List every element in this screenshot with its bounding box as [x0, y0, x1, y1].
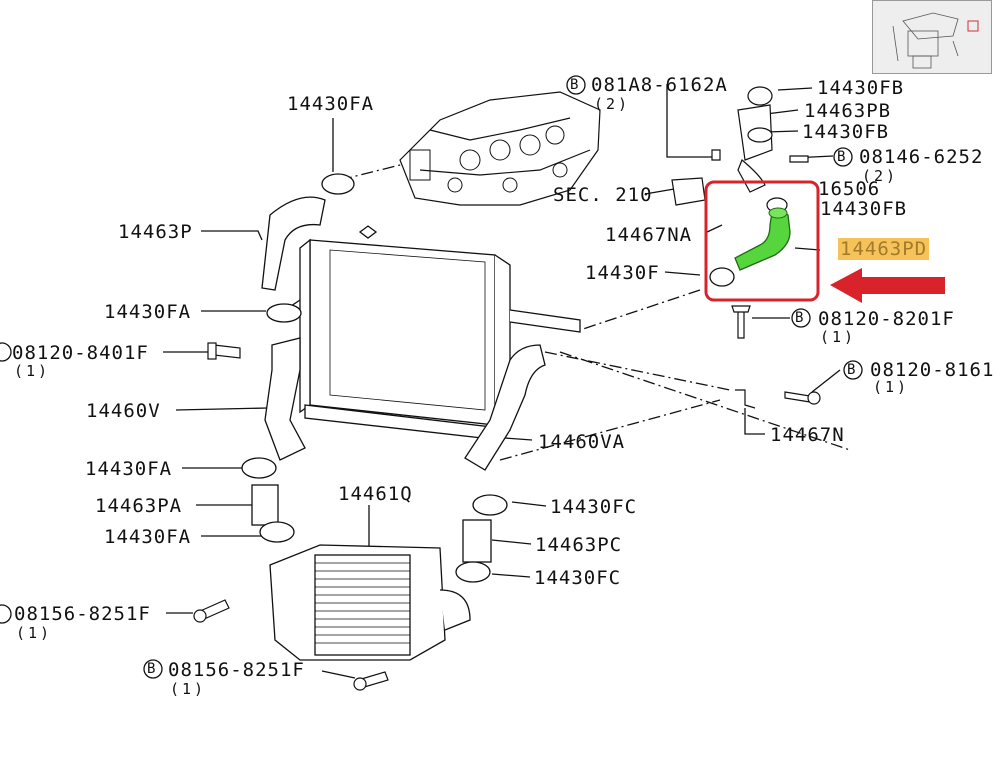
- part-label: 08146-6252: [859, 146, 984, 168]
- part-label: 14430FB: [802, 121, 890, 143]
- part-label: 14430FB: [817, 77, 905, 99]
- part-label: 081A8-6162A: [591, 74, 728, 96]
- part-label: 14430FA: [287, 93, 375, 115]
- highlight-box: [704, 180, 820, 302]
- part-label: 14463PB: [804, 100, 892, 122]
- part-label: 14463PA: [95, 495, 183, 517]
- red-arrow: [830, 268, 945, 303]
- right-hoses: [455, 344, 546, 583]
- part-label: 14430FC: [534, 567, 622, 589]
- part-label: 14463PC: [535, 534, 623, 556]
- part-label: 14460VA: [538, 431, 626, 453]
- bolt-b-icon: B: [570, 77, 580, 93]
- quantity-label: (1): [820, 328, 857, 346]
- part-label: 16506: [818, 178, 881, 200]
- part-label: 08120-8401F: [12, 342, 149, 364]
- part-label: 08156-8251F: [168, 659, 305, 681]
- part-label: 14467N: [770, 424, 845, 446]
- part-label: 14430FC: [550, 496, 638, 518]
- leader-14463PD: [794, 247, 821, 251]
- thumbnail-image: [873, 1, 991, 73]
- part-label: 14467NA: [605, 224, 693, 246]
- leader-14463PB: [765, 109, 799, 115]
- part-label: 14461Q: [338, 483, 413, 505]
- quantity-label: (2): [594, 95, 631, 113]
- part-label: 08120-8201F: [818, 308, 955, 330]
- quantity-label: (1): [873, 378, 910, 396]
- part-label: 14430FB: [820, 198, 908, 220]
- part-label: SEC. 210: [553, 184, 653, 206]
- leader-14467N: [744, 408, 765, 435]
- green-hose-14463PD: [709, 207, 791, 287]
- part-label: 08120-8161: [870, 359, 995, 381]
- part-label: 14460V: [86, 400, 161, 422]
- leader-08120-8161: [811, 369, 841, 393]
- thumbnail-preview[interactable]: [872, 0, 992, 74]
- leader-14463P: [201, 230, 263, 241]
- bolts: [193, 149, 821, 691]
- part-label: 08156-8251F: [14, 603, 151, 625]
- quantity-label: (1): [170, 680, 207, 698]
- engine-block: [399, 91, 601, 206]
- bolt-b-icon: B: [147, 661, 157, 677]
- bolt-b-icon: B: [837, 149, 847, 165]
- leader-14460V: [175, 407, 269, 411]
- quantity-label: (2): [862, 167, 899, 185]
- part-label: 14430F: [585, 262, 660, 284]
- intercooler: [269, 544, 471, 661]
- leader-14467NA: [704, 224, 723, 234]
- bolt-b-icon: B: [847, 362, 857, 378]
- bolt-b-icon: B: [795, 310, 805, 326]
- leader-14430FC-1: [511, 501, 547, 507]
- leader-14460VA: [504, 437, 533, 441]
- left-hoses: [241, 173, 355, 543]
- leader-08156-2: [321, 670, 356, 679]
- leader-14430FB-1: [777, 87, 813, 91]
- part-label: 14430FA: [85, 458, 173, 480]
- leader-14430FC-2: [491, 573, 531, 578]
- part-label: 14463P: [118, 221, 193, 243]
- upper-right-hoses: [671, 86, 788, 409]
- quantity-label: (1): [14, 362, 51, 380]
- part-label-highlighted: 14463PD: [838, 238, 930, 260]
- leader-14430F: [664, 271, 701, 276]
- bolt-symbols: [0, 75, 863, 679]
- radiator: [299, 225, 581, 441]
- quantity-label: (1): [16, 624, 53, 642]
- part-label: 14430FA: [104, 526, 192, 548]
- leader-081A8: [666, 84, 716, 158]
- leader-14463PC: [491, 539, 532, 545]
- part-label: 14430FA: [104, 301, 192, 323]
